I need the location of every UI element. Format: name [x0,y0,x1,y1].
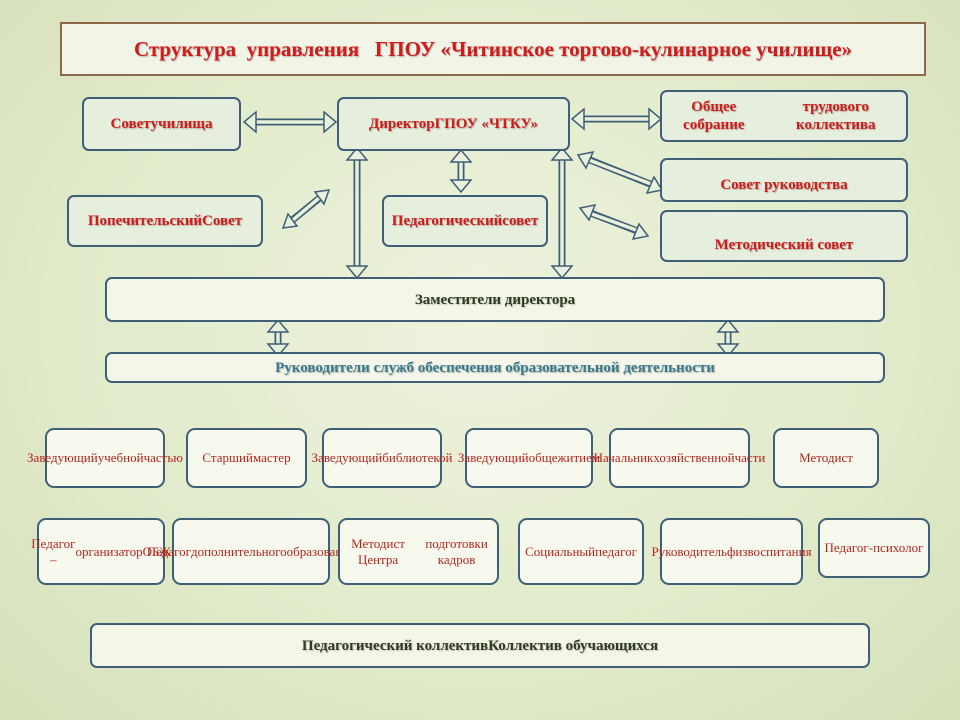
node-label: Попечительский [87,213,203,229]
node-trustee-council[interactable]: Попечительский Совет [67,195,263,247]
node-service-heads[interactable]: Руководители служб обеспечения образоват… [105,352,885,383]
node-label: Совет [202,213,243,229]
staff-dormitory-head[interactable]: Заведующий общежитием [458,428,600,488]
staff-additional-education[interactable]: Педагог дополнительного образования [147,518,355,585]
node-label: ОБЖ [142,543,171,559]
node-label: организатор [75,543,143,559]
node-school-council[interactable]: Совет училища [82,97,241,151]
node-label: педагог [595,543,637,559]
node-label: хозяйственной [653,450,735,466]
node-label: Совет руководства [720,177,848,193]
node-director[interactable]: Директор ГПОУ «ЧТКУ» [337,97,570,151]
node-label: Педагог- [824,540,874,556]
node-label: физвоспитания [726,543,812,559]
node-label: Заместители директора [414,291,576,308]
node-label: Руководители служб обеспечения образоват… [275,359,715,376]
node-label: психолог [873,540,924,556]
staff-safety-organizer[interactable]: Педагог – организатор ОБЖ [31,518,171,585]
node-label: Методист Центра [351,535,405,567]
staff-methodist[interactable]: Методист [773,428,879,488]
node-label: Директор [368,116,435,132]
node-label: Педагогический [391,213,503,229]
node-label: Педагогический коллектив [301,637,489,654]
staff-pe-head[interactable]: Руководитель физвоспитания [651,518,812,585]
node-pedagogical-council[interactable]: Педагогический совет [382,195,548,247]
node-label: Старший [202,450,253,466]
node-label: Социальный [525,543,596,559]
node-methodical-council[interactable]: Методический совет [660,210,908,262]
node-label: Заведующий [457,450,529,466]
node-label: Руководитель [651,543,727,559]
staff-senior-master[interactable]: Старший мастер [186,428,307,488]
node-label: Заведующий [311,450,383,466]
node-label: трудового коллектива [796,99,876,133]
node-label: Начальник [593,450,654,466]
node-label: Совет [110,116,151,132]
node-label: Общее собрание [683,99,745,133]
node-label: Методист [799,450,853,466]
node-label: подготовки кадров [425,535,488,567]
node-label: Методический совет [714,237,854,253]
page-title: Структура управления ГПОУ «Читинское тор… [60,22,926,76]
node-label: библиотекой [382,450,453,466]
node-label: ГПОУ «ЧТКУ» [434,116,539,132]
node-deputies[interactable]: Заместители директора [105,277,885,322]
node-label: совет [502,213,539,229]
node-collectives[interactable]: Педагогический коллектив Коллектив обуча… [90,623,870,668]
node-management-council[interactable]: Совет руководства [660,158,908,202]
node-label: Заведующий [27,450,98,466]
staff-facilities-head[interactable]: Начальник хозяйственной части [594,428,765,488]
staff-social-pedagogue[interactable]: Социальный педагог [518,518,644,585]
node-general-meeting[interactable]: Общее собрание трудового коллектива [660,90,908,142]
staff-psychologist[interactable]: Педагог- психолог [818,518,930,578]
node-label: Педагог [146,543,191,559]
node-label: дополнительного [191,543,287,559]
node-label: части [734,450,766,466]
staff-librarian[interactable]: Заведующий библиотекой [312,428,452,488]
node-label: общежитием [528,450,601,466]
node-label: училища [150,116,213,132]
node-label: Коллектив обучающихся [488,637,659,654]
node-label: частью [143,450,183,466]
staff-training-center-methodist[interactable]: Методист Центра подготовки кадров [338,518,499,585]
staff-head-of-studies[interactable]: Заведующий учебной частью [27,428,183,488]
node-label: Педагог – [31,535,76,567]
node-label: учебной [97,450,144,466]
node-label: мастер [252,450,291,466]
